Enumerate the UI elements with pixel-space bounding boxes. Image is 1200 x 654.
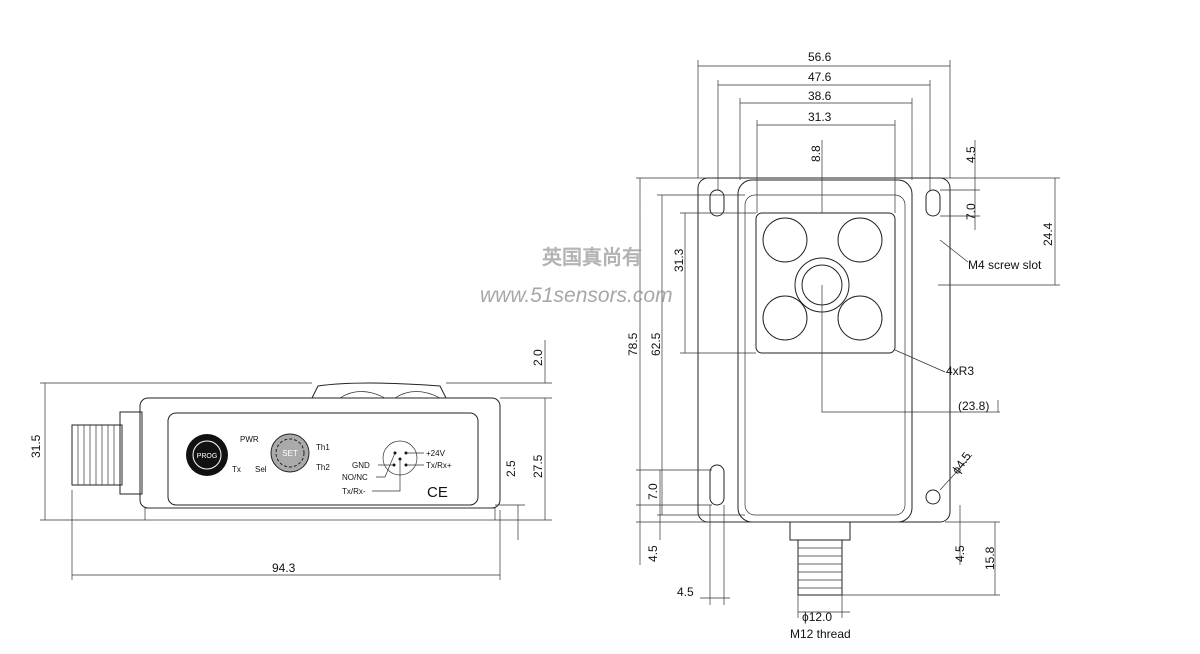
ce-mark: CE (427, 484, 448, 501)
dim-length: 94.3 (272, 561, 296, 575)
dim-4-5-top: 4.5 (964, 146, 978, 163)
connector-nut (119, 411, 143, 495)
prog-ring (192, 440, 222, 470)
dim-top: 2.0 (531, 349, 545, 366)
connector-thread (798, 547, 842, 589)
sensor-bumps (311, 382, 447, 399)
pin-txrx-plus: Tx/Rx+ (426, 461, 452, 470)
pwr-label: PWR (240, 435, 259, 444)
dim-4-5-left: 4.5 (646, 545, 660, 562)
dim-hole-dia: ϕ4.5 (949, 449, 974, 476)
dim-base: 2.5 (504, 460, 518, 477)
front-view: 56.6 47.6 38.6 31.3 8.8 4.5 7.0 24.4 M4 … (626, 50, 1060, 641)
housing-inner (744, 194, 906, 516)
thread-label: M12 thread (790, 627, 851, 641)
transducer (762, 217, 808, 263)
th2-label: Th2 (316, 463, 330, 472)
side-view: PROG SET PWR Tx Sel Th1 Th2 +24V Tx/Rx+ … (29, 340, 552, 580)
dim-62-5: 62.5 (649, 332, 663, 356)
dim-23-8: (23.8) (958, 399, 989, 413)
dim-thread-dia: ϕ12.0 (802, 610, 832, 624)
set-knob (270, 433, 310, 473)
label-panel (167, 412, 479, 506)
screw-slot-label: M4 screw slot (968, 258, 1042, 272)
mount-hole (925, 489, 941, 505)
screw-slot (709, 464, 725, 506)
transducer (762, 295, 808, 341)
transducer (837, 217, 883, 263)
dim-31-3-v: 31.3 (672, 248, 686, 272)
dim-56-6: 56.6 (808, 50, 832, 64)
side-dimension-lines (40, 340, 552, 580)
prog-label: PROG (197, 453, 218, 460)
dim-38-6: 38.6 (808, 89, 832, 103)
set-label: SET (282, 449, 298, 458)
th1-label: Th1 (316, 443, 330, 452)
front-dimension-lines (636, 60, 1060, 618)
dim-7-0-bottom: 7.0 (646, 483, 660, 500)
pin-gnd: GND (352, 461, 370, 470)
bump-detail (339, 391, 441, 399)
dim-8-8: 8.8 (809, 145, 823, 162)
screw-slot (925, 189, 941, 217)
dim-15-8: 15.8 (983, 546, 997, 570)
dim-body-height: 27.5 (531, 454, 545, 478)
transducer (837, 295, 883, 341)
dim-24-4: 24.4 (1041, 222, 1055, 246)
sensor-window (755, 212, 896, 354)
pin-plus24v: +24V (426, 449, 446, 458)
dim-31-3: 31.3 (808, 110, 832, 124)
dim-47-6: 47.6 (808, 70, 832, 84)
dim-radius: 4xR3 (946, 364, 974, 378)
dim-4-5-bottom: 4.5 (677, 585, 694, 599)
sel-label: Sel (255, 465, 267, 474)
watermark-url: www.51sensors.com (480, 284, 673, 307)
watermark-cn: 英国真尚有 (542, 245, 642, 269)
set-ring (275, 438, 305, 468)
pin-leaders (372, 452, 424, 492)
m12-connector (71, 424, 123, 486)
dim-4-5-right: 4.5 (953, 545, 967, 562)
housing-outline (737, 179, 913, 523)
pin-nonc: NO/NC (342, 473, 368, 482)
connector-thread (77, 425, 115, 485)
dim-78-5: 78.5 (626, 332, 640, 356)
dim-7-0-top: 7.0 (964, 203, 978, 220)
housing-base (144, 507, 496, 521)
tx-label: Tx (232, 465, 241, 474)
dim-height: 31.5 (29, 434, 43, 458)
connector-nut (789, 521, 851, 541)
m12-connector (797, 539, 843, 596)
prog-button (186, 434, 228, 476)
screw-slot (709, 189, 725, 217)
pin-txrx-minus: Tx/Rx- (342, 487, 366, 496)
